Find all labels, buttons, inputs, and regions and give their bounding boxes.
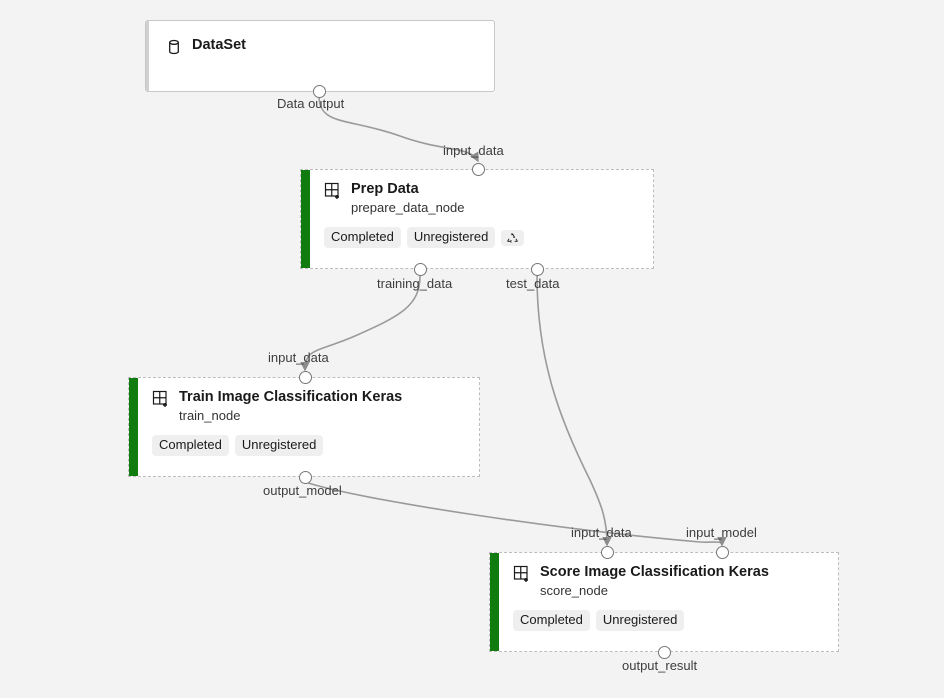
port-label-input-data: input_data: [443, 143, 504, 158]
port-score-input-model[interactable]: [716, 546, 729, 559]
node-dataset[interactable]: DataSet: [145, 20, 495, 92]
port-label-train-input-data: input_data: [268, 350, 329, 365]
node-title: Train Image Classification Keras: [179, 389, 403, 405]
port-label-output-model: output_model: [263, 483, 342, 498]
node-prep-data[interactable]: Prep Data prepare_data_node Completed Un…: [300, 169, 654, 269]
node-badges: Completed Unregistered: [324, 227, 641, 248]
module-grid-icon: [513, 565, 531, 583]
port-label-training-data: training_data: [377, 276, 453, 291]
node-accent-bar: [301, 170, 310, 268]
port-score-output-result[interactable]: [658, 646, 671, 659]
node-score[interactable]: Score Image Classification Keras score_n…: [489, 552, 839, 652]
edge-train-to-score-model: [304, 481, 727, 547]
port-label-output-result: output_result: [622, 658, 698, 673]
port-train-output-model[interactable]: [299, 471, 312, 484]
node-subtitle: prepare_data_node: [351, 200, 465, 215]
port-label-test-data: test_data: [506, 276, 560, 291]
node-badges: Completed Unregistered: [513, 610, 826, 631]
database-icon: [165, 38, 183, 56]
reuse-icon[interactable]: [501, 229, 525, 246]
node-accent-bar: [490, 553, 499, 651]
port-label-score-input-data: input_data: [571, 525, 632, 540]
node-accent-bar: [129, 378, 138, 476]
module-grid-icon: [152, 390, 170, 408]
module-grid-icon: [324, 182, 342, 200]
node-title: DataSet: [192, 37, 246, 53]
registration-badge: Unregistered: [234, 435, 324, 456]
node-train[interactable]: Train Image Classification Keras train_n…: [128, 377, 480, 477]
status-badge: Completed: [513, 610, 590, 631]
node-title: Score Image Classification Keras: [540, 564, 769, 580]
port-train-input-data[interactable]: [299, 371, 312, 384]
status-badge: Completed: [152, 435, 229, 456]
node-badges: Completed Unregistered: [152, 435, 467, 456]
port-label-input-model: input_model: [686, 525, 757, 540]
port-prep-training-data[interactable]: [414, 263, 427, 276]
port-dataset-data-output[interactable]: [313, 85, 326, 98]
status-badge: Completed: [324, 227, 401, 248]
node-subtitle: train_node: [179, 408, 241, 423]
registration-badge: Unregistered: [595, 610, 685, 631]
port-prep-test-data[interactable]: [531, 263, 544, 276]
port-prep-input-data[interactable]: [472, 163, 485, 176]
port-label-data-output: Data output: [277, 96, 345, 111]
port-score-input-data[interactable]: [601, 546, 614, 559]
node-accent-bar: [146, 21, 149, 91]
registration-badge: Unregistered: [406, 227, 496, 248]
edge-prep-test-to-score: [536, 275, 612, 547]
node-title: Prep Data: [351, 181, 419, 197]
node-subtitle: score_node: [540, 583, 608, 598]
